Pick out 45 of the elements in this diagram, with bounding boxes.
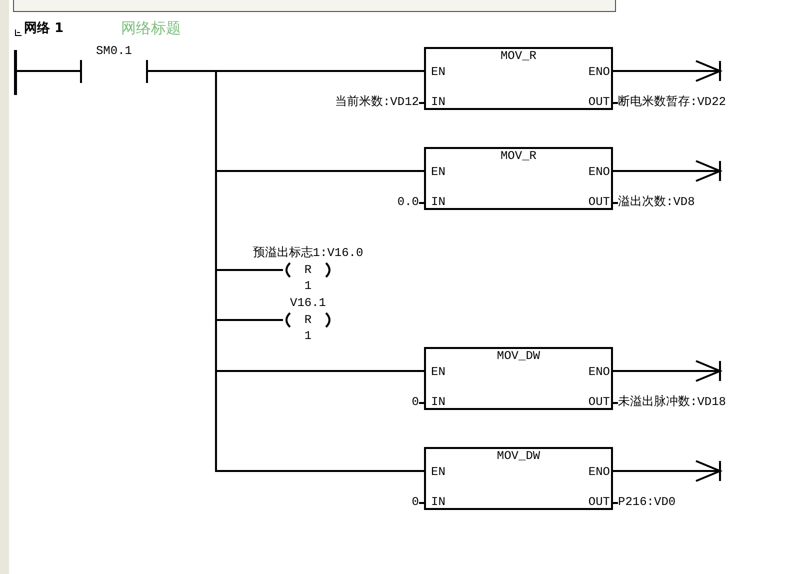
pin-label: EN [431,365,446,379]
pin-label: OUT [588,95,610,109]
block-title: MOV_R [499,49,538,63]
pin-label: OUT [588,495,610,509]
function-block [424,147,613,210]
pin-label: OUT [588,195,610,209]
coil-address: 预溢出标志1:V16.0 [252,246,364,260]
pin-label: ENO [588,365,610,379]
pin-label: EN [431,465,446,479]
coil-type: R [303,313,313,327]
function-block [424,347,613,410]
operand-label: 0.0 [397,195,419,209]
operand-label: P216:VD0 [618,495,676,509]
operand-label: 0 [412,395,419,409]
block-title: MOV_R [499,149,538,163]
pin-label: IN [431,495,446,509]
operand-label: 未溢出脉冲数:VD18 [618,395,726,409]
bit-count: 1 [303,329,313,343]
pin-label: IN [431,95,446,109]
function-block [424,47,613,110]
pin-label: EN [431,65,446,79]
contact-address: SM0.1 [94,44,133,58]
pin-label: ENO [588,165,610,179]
bit-count: 1 [303,279,313,293]
wire [148,70,424,472]
pin-label: OUT [588,395,610,409]
pin-label: IN [431,195,446,209]
block-title: MOV_DW [496,349,542,363]
network-title: 网络标题 [121,19,181,37]
pin-label: ENO [588,465,610,479]
coil-type: R [303,263,313,277]
wire [17,70,80,72]
operand-label: 溢出次数:VD8 [618,195,695,209]
contact-symbol [80,44,148,84]
coil-address: V16.1 [290,296,326,310]
pin-label: ENO [588,65,610,79]
block-title: MOV_DW [496,449,542,463]
pin-label: EN [431,165,446,179]
network-heading: 网络 1 [24,22,64,36]
function-block [424,447,613,510]
pin-label: IN [431,395,446,409]
operand-label: 0 [412,495,419,509]
operand-label: 当前米数:VD12 [334,95,419,109]
operand-label: 断电米数暂存:VD22 [618,95,726,109]
power-rail [14,50,17,95]
